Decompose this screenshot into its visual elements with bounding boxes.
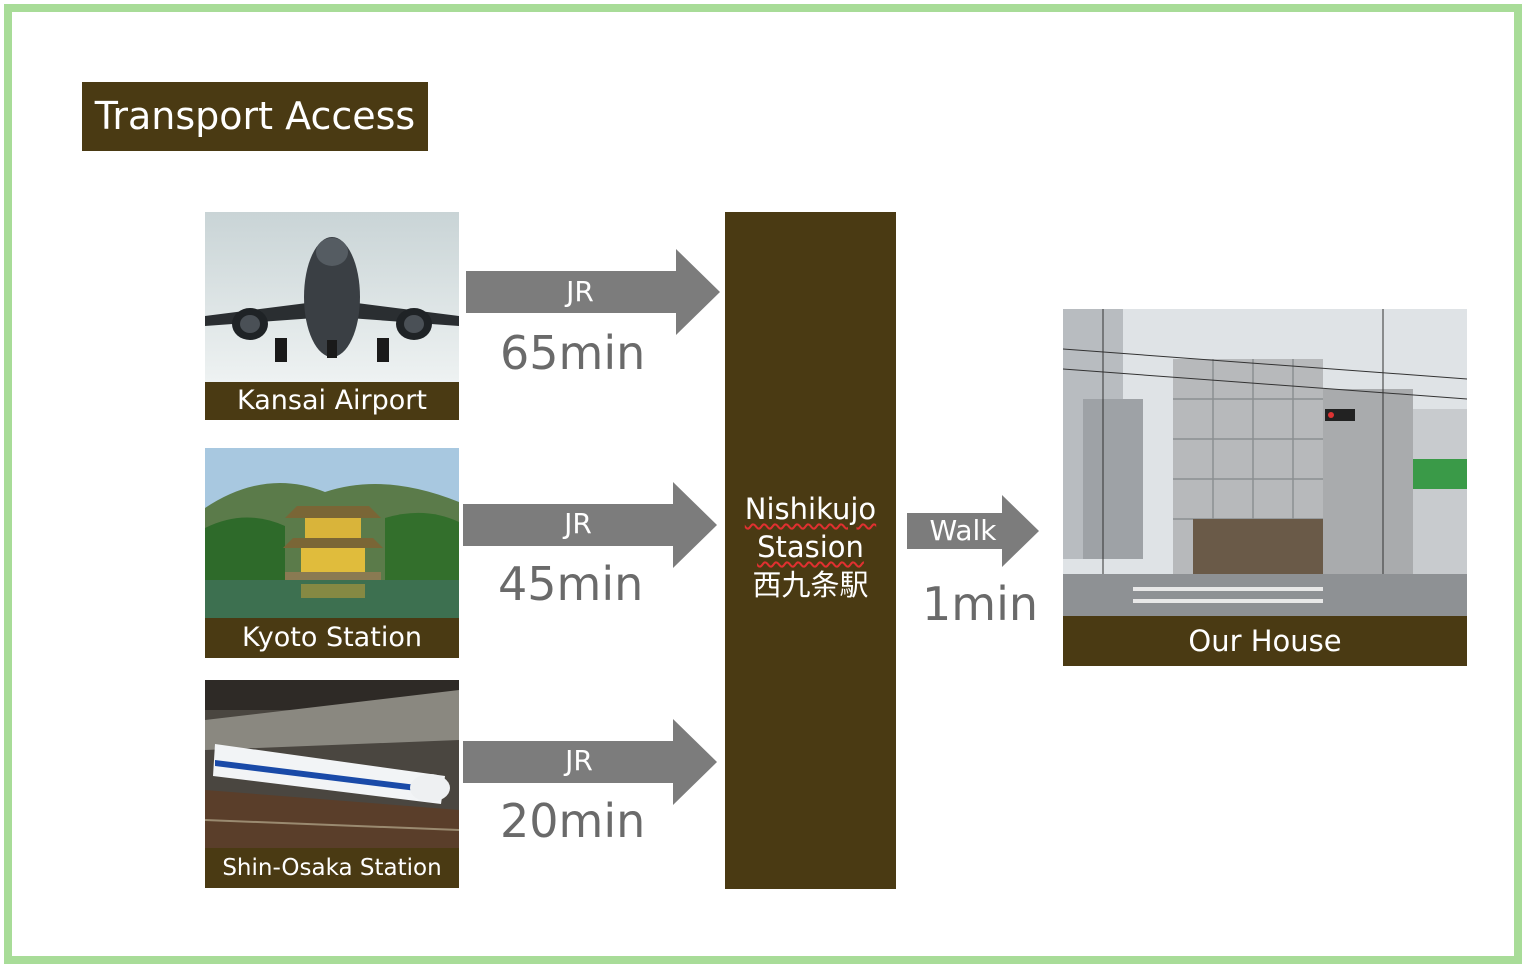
travel-time-shin-osaka: 20min <box>500 794 646 848</box>
kansai-airport-label: Kansai Airport <box>205 382 459 420</box>
golden-pavilion-image <box>205 448 459 620</box>
kyoto-station-label: Kyoto Station <box>205 618 459 658</box>
station-column <box>725 212 896 889</box>
arrow-right-icon <box>463 482 717 568</box>
page-title: Transport Access <box>82 82 428 151</box>
travel-time-kansai: 65min <box>500 326 646 380</box>
station-name: Nishikujo Stasion 西九条駅 <box>725 490 896 604</box>
shin-osaka-station-label: Shin-Osaka Station <box>205 848 459 888</box>
arrow-right-icon <box>463 719 717 805</box>
arrow-right-icon <box>466 249 720 335</box>
our-house-card: Our House <box>1063 309 1467 666</box>
station-name-japanese: 西九条駅 <box>752 568 869 602</box>
our-house-label: Our House <box>1063 616 1467 666</box>
jr-line-label: JR <box>566 275 594 308</box>
airplane-image <box>205 212 459 382</box>
walk-label: Walk <box>929 514 997 547</box>
travel-time-kyoto: 45min <box>498 557 644 611</box>
bullet-train-image <box>205 680 459 848</box>
station-name-line1: Nishikujo <box>744 492 877 526</box>
station-name-line2: Stasion <box>757 530 864 564</box>
jr-line-label: JR <box>565 744 593 777</box>
kyoto-station-card: Kyoto Station <box>205 448 459 658</box>
walk-time: 1min <box>922 577 1039 631</box>
arrow-right-icon <box>907 495 1039 567</box>
kansai-airport-card: Kansai Airport <box>205 212 459 420</box>
house-photo-image <box>1063 309 1467 616</box>
shin-osaka-station-card: Shin-Osaka Station <box>205 680 459 888</box>
jr-line-label: JR <box>564 507 592 540</box>
